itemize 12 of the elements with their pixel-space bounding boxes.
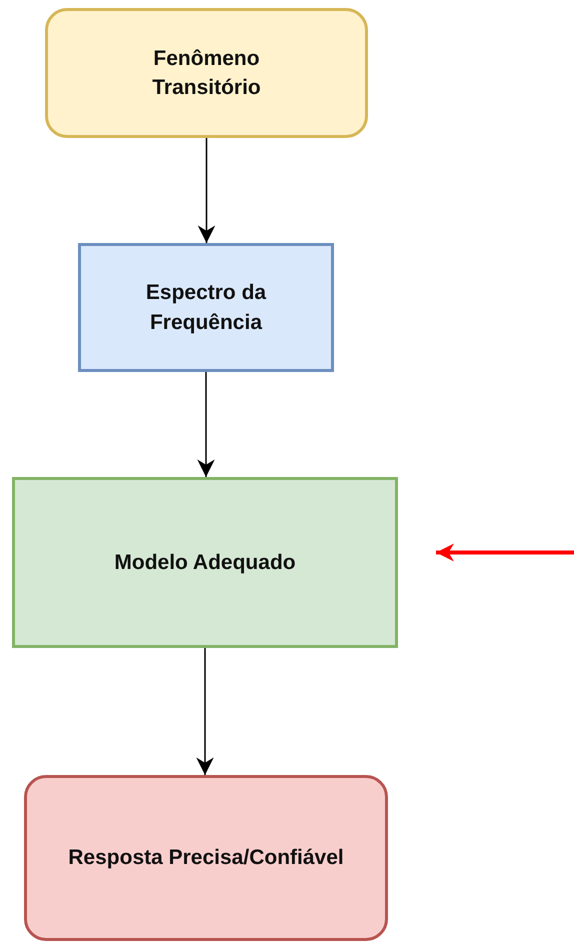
rounded-box (24, 775, 388, 941)
rounded-box (45, 8, 368, 138)
node-label: Fenômeno Transitório (151, 46, 262, 101)
process-box (12, 477, 398, 648)
node-label: Espectro da Frequência (144, 280, 268, 336)
arrow (196, 648, 214, 775)
arrow (198, 138, 216, 243)
arrow (436, 544, 574, 562)
node-label: Modelo Adequado (114, 550, 296, 576)
process-box (78, 243, 334, 372)
arrow (197, 372, 215, 477)
node-label: Resposta Precisa/Confiável (68, 845, 344, 872)
